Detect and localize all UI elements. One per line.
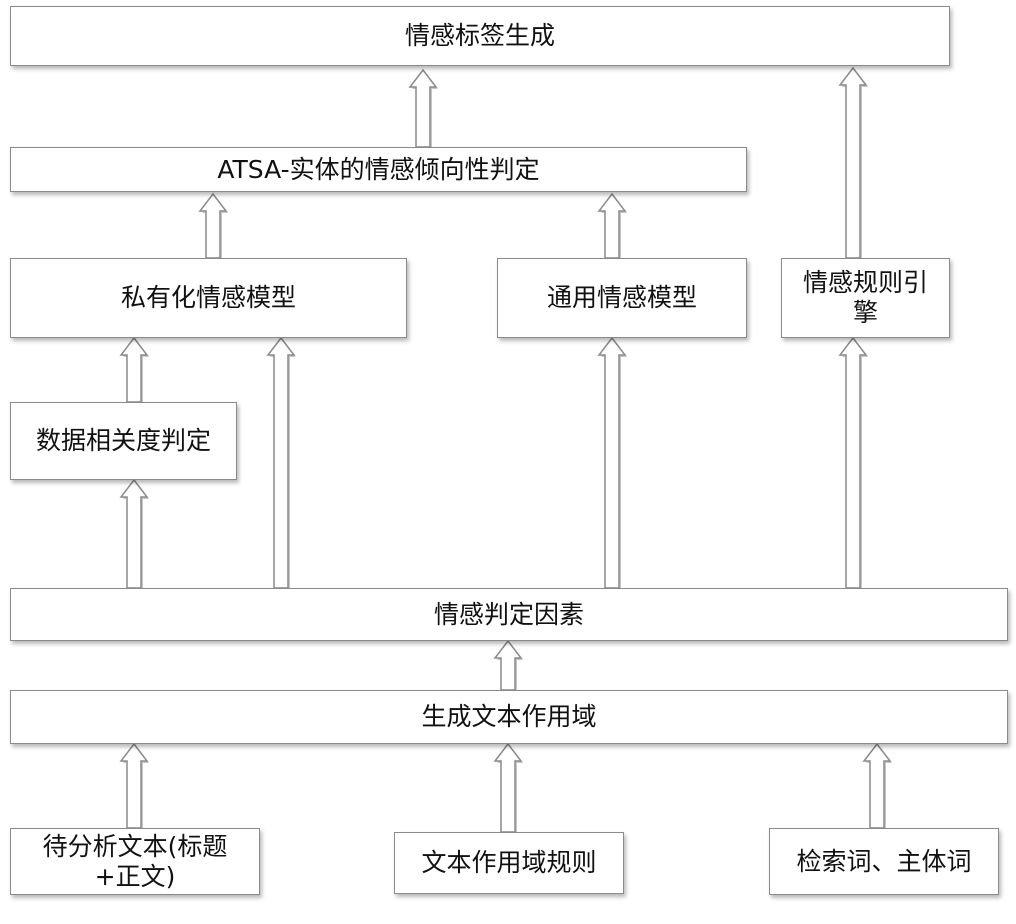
node-private-model: 私有化情感模型 — [10, 258, 407, 338]
node-scope: 生成文本作用域 — [10, 690, 1008, 744]
node-input-text: 待分析文本(标题+正文) — [10, 828, 260, 895]
node-scope-rules: 文本作用域规则 — [394, 832, 624, 894]
node-factors: 情感判定因素 — [10, 588, 1008, 641]
arrow-general-model-to-atsa — [597, 192, 627, 259]
arrow-data-relevance-to-private-model — [119, 336, 149, 403]
node-keywords: 检索词、主体词 — [769, 828, 999, 895]
arrow-private-model-to-atsa — [198, 192, 228, 259]
arrow-scope-to-factors — [493, 639, 523, 691]
arrow-scope-rules-to-scope — [493, 742, 523, 833]
node-label-generation: 情感标签生成 — [10, 6, 950, 66]
arrow-factors-to-general-model — [597, 336, 627, 589]
node-atsa: ATSA-实体的情感倾向性判定 — [10, 147, 747, 192]
arrow-atsa-to-label-generation — [408, 68, 438, 148]
arrow-input-text-to-scope — [119, 742, 149, 829]
node-general-model: 通用情感模型 — [497, 258, 747, 338]
arrow-factors-to-private-model — [266, 336, 296, 589]
arrow-factors-to-data-relevance — [119, 478, 149, 589]
arrow-keywords-to-scope — [862, 742, 892, 829]
node-data-relevance: 数据相关度判定 — [10, 402, 237, 480]
arrow-rule-engine-to-label-generation — [838, 66, 868, 259]
arrow-factors-to-rule-engine — [838, 336, 868, 589]
node-rule-engine: 情感规则引擎 — [781, 258, 950, 338]
